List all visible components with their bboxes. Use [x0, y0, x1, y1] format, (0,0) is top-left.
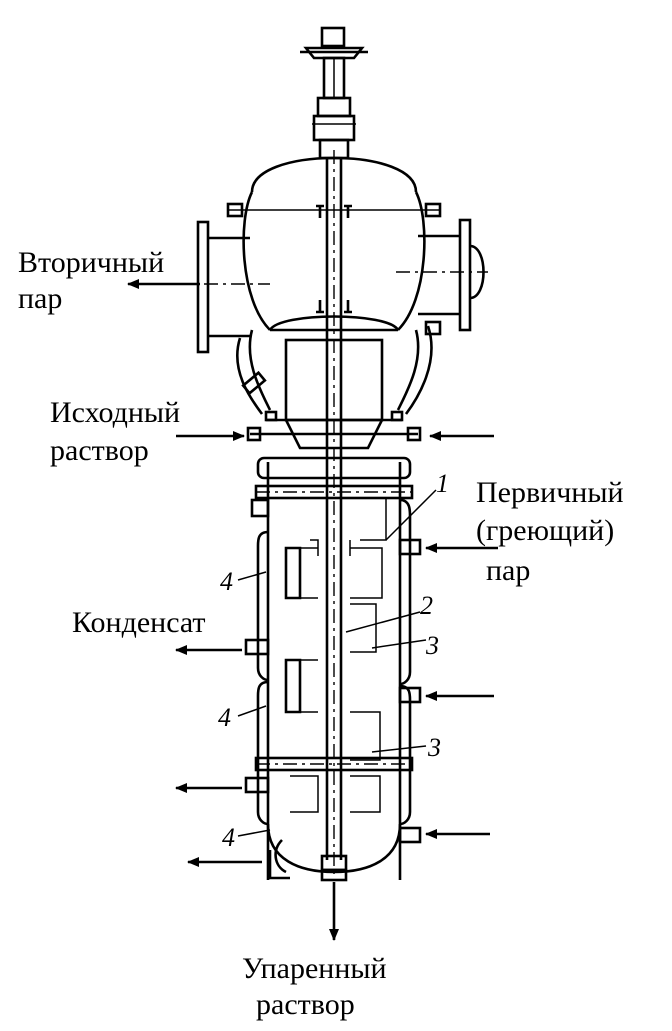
- separator-vessel: [150, 156, 488, 354]
- upper-section: [246, 338, 422, 450]
- heating-chamber: [254, 456, 414, 880]
- pipe-flanges: [316, 204, 352, 314]
- callout-3-upper: 3: [425, 631, 439, 660]
- callout-4-lower: 4: [222, 823, 235, 852]
- drive-assembly: [300, 26, 368, 160]
- label-secondary-steam-line2: пар: [18, 282, 62, 315]
- callout-4-upper: 4: [220, 567, 233, 596]
- callout-leaders: [237, 489, 437, 837]
- callout-4-middle: 4: [218, 703, 231, 732]
- chamber-nozzles: [244, 498, 422, 882]
- central-pipe: [325, 150, 343, 880]
- label-feed-solution-line1: Исходный: [50, 396, 180, 429]
- label-secondary-steam-line1: Вторичный: [18, 246, 164, 279]
- label-condensate: Конденсат: [72, 606, 206, 639]
- label-evaporated-solution-line1: Упаренный: [242, 952, 387, 985]
- side-steam-pipes: [235, 320, 442, 415]
- label-primary-steam-line1: Первичный: [476, 476, 624, 509]
- flow-arrows: [127, 279, 498, 941]
- label-evaporated-solution-line2: раствор: [256, 988, 355, 1021]
- callout-3-lower: 3: [427, 733, 441, 762]
- label-feed-solution-line2: раствор: [50, 434, 149, 467]
- tube-bundle: [284, 497, 387, 813]
- callout-2: 2: [420, 591, 433, 620]
- label-primary-steam-line2: (греющий): [476, 514, 614, 547]
- callout-1: 1: [436, 469, 449, 498]
- label-primary-steam-line3: пар: [486, 554, 530, 587]
